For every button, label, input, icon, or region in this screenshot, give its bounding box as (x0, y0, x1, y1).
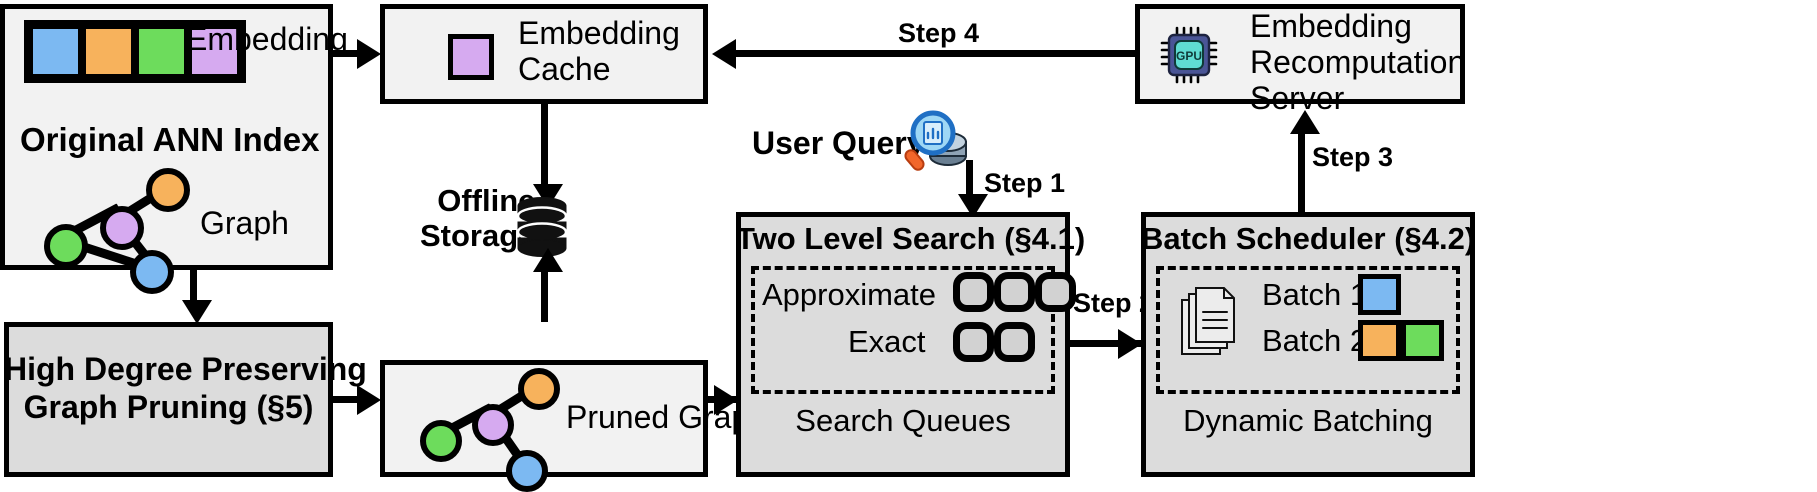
connector-index-to-pruning (190, 270, 197, 306)
step-1-label: Step 1 (984, 168, 1066, 198)
search-queues-panel (751, 266, 1055, 394)
embedding-label: Embedding (186, 21, 348, 57)
embedding-cell-1 (82, 25, 135, 78)
approximate-queue-slot-0[interactable] (953, 272, 994, 312)
arrowhead-index-to-cache (357, 39, 381, 69)
embedding-cell-3 (188, 25, 241, 78)
arrowhead-scheduler-to-server (1290, 110, 1320, 134)
graph-pruning-box[interactable] (4, 322, 333, 477)
connector-index-to-cache (333, 50, 361, 57)
arrowhead-server-to-cache (712, 39, 736, 69)
approximate-queue-slot-2[interactable] (1035, 272, 1076, 312)
batch-1-label: Batch 1 (1262, 277, 1368, 312)
step-4-label: Step 4 (898, 18, 980, 48)
connector-server-to-cache (736, 50, 1135, 57)
graph-node-orange (146, 168, 190, 212)
arrowhead-pruned-to-search (714, 385, 738, 415)
step-3-label: Step 3 (1312, 142, 1394, 172)
graph-node-green (44, 224, 88, 268)
arrowhead-pruning-to-pruned (357, 385, 381, 415)
arrowhead-index-to-pruning (182, 300, 212, 324)
user-query-label: User Query (752, 125, 925, 161)
connector-search-to-scheduler (1070, 340, 1142, 347)
pruned-node-green (420, 420, 462, 462)
exact-queue-slot-1[interactable] (994, 322, 1035, 362)
connector-cache-to-storage (541, 104, 548, 188)
embedding-cache-swatch (448, 34, 494, 80)
connector-pruning-to-pruned (333, 396, 361, 403)
graph-label: Graph (200, 205, 289, 241)
diagram-canvas: Embedding Original ANN Index Graph Embed… (0, 4, 1476, 492)
svg-text:GPU: GPU (1176, 49, 1202, 63)
magnifier-database-icon (904, 110, 967, 171)
documents-stack-icon (1181, 287, 1235, 355)
batch-1-swatch-0 (1358, 274, 1401, 315)
batch-2-label: Batch 2 (1262, 323, 1368, 358)
batch-scheduler-title: Batch Scheduler (§4.2) (1141, 221, 1476, 256)
connector-pruned-to-storage (541, 270, 548, 322)
arrowhead-pruned-to-storage (533, 248, 563, 272)
embedding-cache-label: Embedding Cache (518, 15, 680, 87)
approximate-row-label: Approximate (762, 277, 937, 312)
search-queues-caption: Search Queues (795, 403, 1011, 438)
pruned-node-orange (518, 368, 560, 410)
arrowhead-search-to-scheduler (1118, 329, 1142, 359)
graph-node-purple (100, 206, 144, 250)
batch-2-swatch-0 (1358, 320, 1401, 361)
approximate-queue-slot-1[interactable] (994, 272, 1035, 312)
exact-row-label: Exact (848, 324, 926, 359)
embedding-cell-2 (135, 25, 188, 78)
embedding-vector-strip (24, 20, 246, 83)
embedding-cache-box[interactable] (380, 4, 708, 104)
original-graph-glyph (38, 168, 190, 294)
embedding-recomputation-server-label: Embedding Recomputation Server (1250, 8, 1466, 117)
dynamic-batching-caption: Dynamic Batching (1183, 403, 1433, 438)
pruned-graph-glyph (410, 368, 560, 492)
pruned-node-blue (506, 450, 548, 492)
exact-queue-slot-0[interactable] (953, 322, 994, 362)
two-level-search-title: Two Level Search (§4.1) (736, 221, 1086, 256)
embedding-cell-0 (29, 25, 82, 78)
connector-scheduler-to-server (1298, 134, 1305, 212)
dynamic-batching-panel (1156, 266, 1460, 394)
pruned-node-purple (472, 404, 514, 446)
connector-query-to-search (966, 160, 973, 198)
graph-pruning-label: High Degree Preserving Graph Pruning (§5… (4, 351, 367, 426)
original-ann-index-title: Original ANN Index (20, 121, 320, 158)
batch-2-swatch-1 (1401, 320, 1444, 361)
gpu-chip-icon: GPU (1160, 26, 1218, 84)
offline-storage-label: Offline Storage (420, 183, 536, 253)
step-2-label: Step 2 (1073, 288, 1155, 318)
graph-node-blue (130, 250, 174, 294)
